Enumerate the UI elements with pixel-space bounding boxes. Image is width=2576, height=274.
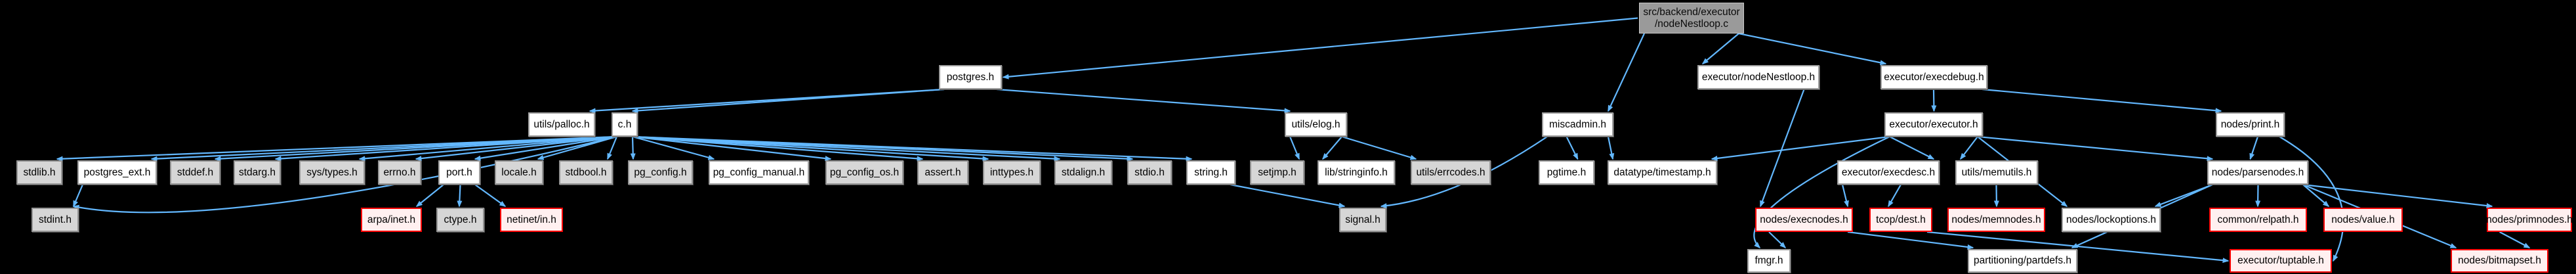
node-locale: locale.h [495,160,543,185]
edge-miscadmin-h-to-pgtime [1566,136,1579,160]
node-execdesc[interactable]: executor/execdesc.h [1837,160,1940,185]
edge-execdesc-to-dest [1888,184,1901,208]
node-lockoptions[interactable]: nodes/lockoptions.h [2062,208,2161,232]
node-postgres-ext[interactable]: postgres_ext.h [77,160,157,185]
edge-string-to-signal [1230,183,1346,208]
edge-c-h-to-pg-config-manual [632,135,715,160]
node-value[interactable]: nodes/value.h [2323,208,2403,232]
edge-postgres-ext-to-stdint [72,184,84,208]
node-port[interactable]: port.h [438,160,480,185]
node-c-h[interactable]: c.h [612,112,638,137]
edge-elog-h-to-setjmp [1289,136,1300,160]
edge-print-h-to-tuptable [2279,136,2344,262]
node-nodenestloop-h[interactable]: executor/nodeNestloop.h [1697,65,1819,89]
edge-executor-h-to-memutils [1960,136,1978,160]
edge-executor-h-to-fmgr [1753,136,1890,249]
edge-primnodes-to-bitmapset [2499,231,2531,248]
edge-elog-h-to-stringinfo [1322,136,1342,160]
node-inttypes: inttypes.h [983,160,1041,185]
edge-port-to-arpainet [415,184,444,207]
edge-executor-h-to-parsenodes [1977,135,2214,162]
edge-print-h-to-parsenodes [2249,136,2259,160]
node-stdalign: stdalign.h [1054,160,1112,185]
edge-postgres-h-to-c-h [631,88,945,114]
node-pg-config-os: pg_config_os.h [825,160,904,185]
node-tuptable[interactable]: executor/tuptable.h [2230,249,2332,273]
node-nodenestloop-c: src/backend/executor /nodeNestloop.c [1639,3,1744,34]
node-pg-config-manual[interactable]: pg_config_manual.h [709,160,809,185]
edge-parsenodes-to-value [2302,184,2330,207]
node-setjmp: setjmp.h [1250,160,1304,185]
edge-executor-h-to-execdesc [1889,136,1935,160]
edge-c-h-to-port [474,135,617,161]
node-dest[interactable]: tcop/dest.h [1869,208,1932,232]
node-partdefs[interactable]: partitioning/partdefs.h [1968,249,2077,273]
edge-parsenodes-to-primnodes [2302,183,2493,209]
edge-nodenestloop-c-to-postgres-h [1002,17,1638,80]
node-miscadmin-h[interactable]: miscadmin.h [1542,112,1613,137]
edge-c-h-to-pg-config-os [632,135,832,162]
node-systypes: sys/types.h [299,160,365,185]
node-pgtime[interactable]: pgtime.h [1539,160,1594,185]
node-pg-config: pg_config.h [628,160,693,185]
node-execdebug-h[interactable]: executor/execdebug.h [1880,65,1987,89]
edge-c-h-to-errno [415,135,617,162]
node-signal: signal.h [1339,208,1386,232]
node-palloc-h[interactable]: utils/palloc.h [528,112,595,137]
node-stringinfo[interactable]: lib/stringinfo.h [1318,160,1395,185]
node-fmgr[interactable]: fmgr.h [1747,249,1791,273]
node-bitmapset[interactable]: nodes/bitmapset.h [2451,249,2548,273]
edge-elog-h-to-errcodes [1341,135,1417,160]
edge-execnodes-to-partdefs [1847,231,1974,250]
node-executor-h[interactable]: executor/executor.h [1884,112,1983,137]
edge-port-to-netinetin [474,184,507,207]
node-parsenodes[interactable]: nodes/parsenodes.h [2207,160,2308,185]
node-netinetin[interactable]: netinet/in.h [500,208,563,232]
node-elog-h[interactable]: utils/elog.h [1285,112,1347,137]
edge-nodenestloop-c-to-nodenestloop-h [1701,33,1739,64]
node-stdint: stdint.h [31,208,79,232]
node-postgres-h[interactable]: postgres.h [939,65,1002,89]
node-memutils[interactable]: utils/memutils.h [1955,160,2038,185]
edge-port-to-ctype [457,184,463,208]
node-stdarg: stdarg.h [234,160,281,185]
edge-miscadmin-h-to-timestamp [1607,136,1615,160]
node-stddef: stddef.h [170,160,220,185]
edge-c-h-to-systypes [358,135,617,162]
edge-nodenestloop-c-to-execdebug-h [1738,32,1887,66]
edge-execdesc-to-execnodes [1841,184,1849,208]
node-assert: assert.h [917,160,968,185]
edge-parsenodes-to-lockoptions [2154,183,2213,208]
node-timestamp[interactable]: datatype/timestamp.h [1608,160,1717,185]
edge-postgres-h-to-elog-h [996,88,1291,114]
node-primnodes[interactable]: nodes/primnodes.h [2486,208,2573,232]
node-print-h[interactable]: nodes/print.h [2216,112,2285,137]
edge-c-h-to-stdarg [274,135,617,162]
node-stdbool: stdbool.h [559,160,613,185]
edge-execdebug-h-to-print-h [1982,88,2222,114]
node-errno: errno.h [378,160,421,185]
edge-nodenestloop-h-to-execnodes [1759,89,1805,208]
edge-nodenestloop-c-to-miscadmin-h [1608,33,1645,112]
node-relpath[interactable]: common/relpath.h [2209,208,2307,232]
node-arpainet[interactable]: arpa/inet.h [361,208,422,232]
edge-c-h-to-stdbool [606,136,618,160]
node-ctype: ctype.h [436,208,484,232]
node-errcodes: utils/errcodes.h [1411,160,1491,185]
node-string[interactable]: string.h [1186,160,1236,185]
edge-execnodes-to-fmgr [1768,231,1787,249]
node-execnodes[interactable]: nodes/execnodes.h [1755,208,1853,232]
edge-c-h-to-string [632,135,1193,162]
edge-miscadmin-h-to-signal [1380,136,1548,209]
edge-executor-h-to-timestamp [1711,135,1890,161]
node-stdlib: stdlib.h [16,160,62,185]
node-memnodes[interactable]: nodes/memnodes.h [1947,208,2045,232]
node-stdio: stdio.h [1127,160,1172,185]
